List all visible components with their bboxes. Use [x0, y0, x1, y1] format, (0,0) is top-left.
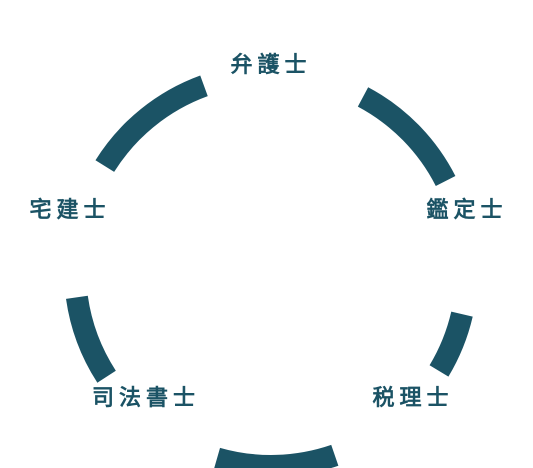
arc-appraiser-tax-accountant: [429, 311, 473, 377]
node-label-appraiser: 鑑定士: [426, 198, 508, 223]
arc-real-estate-agent-lawyer: [95, 75, 208, 173]
node-label-real-estate-agent: 宅建士: [29, 198, 111, 223]
node-label-tax-accountant: 税理士: [372, 386, 454, 411]
arc-judicial-scrivener-real-estate-agent: [66, 295, 116, 383]
arc-lawyer-appraiser: [357, 87, 456, 187]
arc-tax-accountant-judicial-scrivener: [214, 444, 339, 468]
node-label-lawyer: 弁護士: [230, 53, 312, 78]
node-label-judicial-scrivener: 司法書士: [91, 386, 201, 411]
